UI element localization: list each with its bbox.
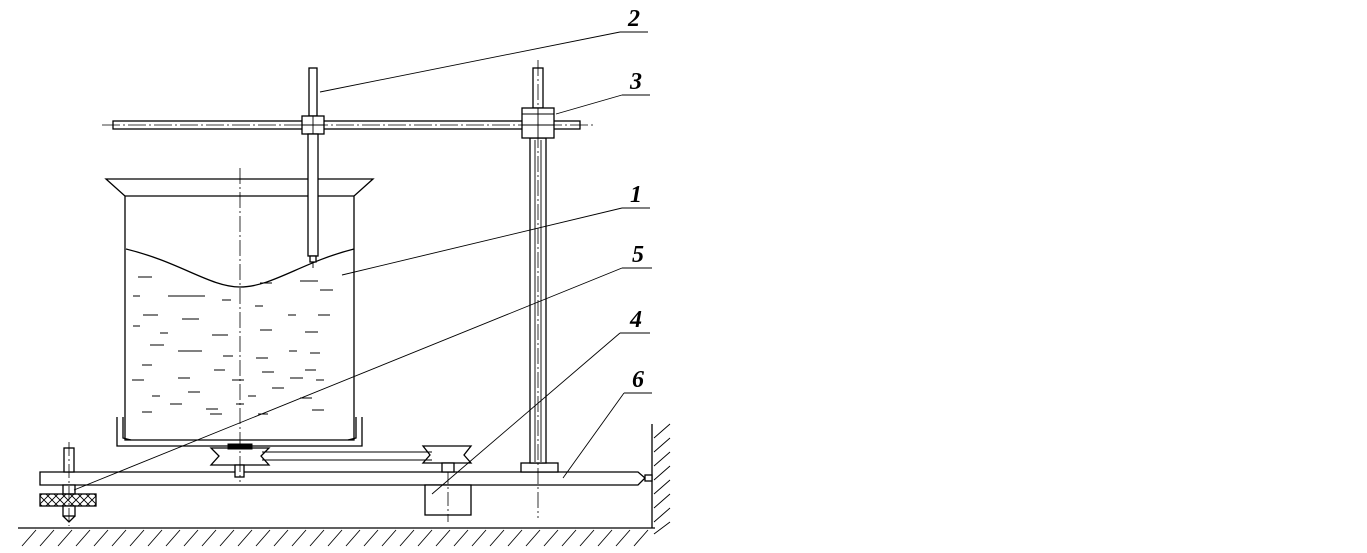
wall xyxy=(651,423,671,535)
callout-6: 6 xyxy=(632,367,644,393)
floor xyxy=(18,527,655,547)
callout-3: 3 xyxy=(629,69,642,95)
leveling-screw xyxy=(39,442,97,526)
stand-clamp xyxy=(521,107,555,139)
probe xyxy=(301,67,325,268)
liquid-dashes xyxy=(132,276,333,415)
callout-labels: 2 3 1 5 4 6 xyxy=(627,6,644,393)
horizontal-arm xyxy=(102,120,593,130)
motor xyxy=(424,448,472,522)
callout-2: 2 xyxy=(627,6,640,32)
floor-hatching xyxy=(21,529,649,547)
base-plate xyxy=(39,471,653,486)
callout-5: 5 xyxy=(632,242,644,268)
callout-leaders xyxy=(73,31,652,495)
drive-pulley xyxy=(421,445,473,473)
callout-4: 4 xyxy=(629,307,642,333)
liquid xyxy=(125,248,355,415)
callout-1: 1 xyxy=(630,182,642,208)
vessel xyxy=(104,178,375,447)
drive-belt xyxy=(262,451,432,461)
